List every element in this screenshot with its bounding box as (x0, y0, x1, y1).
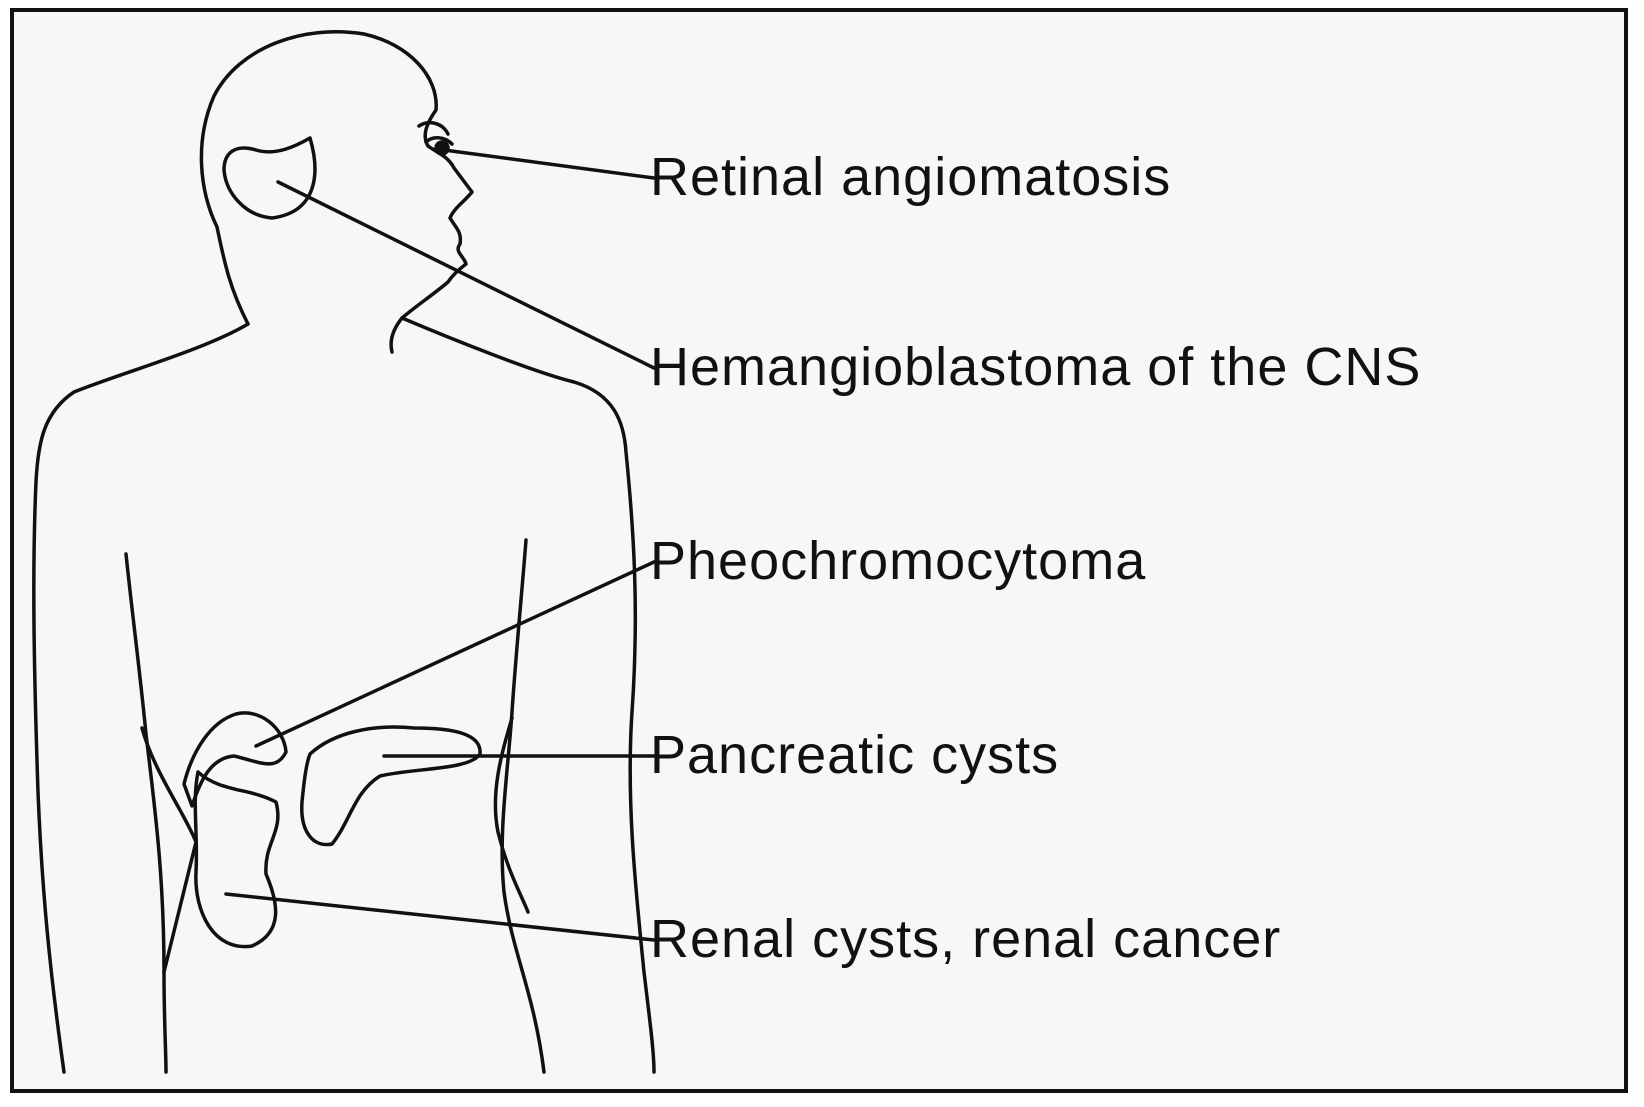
leader-pheochromocytoma (256, 562, 654, 746)
figure-frame: Retinal angiomatosis Hemangioblastoma of… (10, 8, 1628, 1093)
label-pheochromocytoma: Pheochromocytoma (650, 534, 1146, 588)
leader-hemangioblastoma (278, 182, 654, 368)
ear-outline (224, 138, 315, 218)
flank-right-line (495, 718, 528, 912)
torso-right-outline (402, 318, 654, 1072)
label-retinal-angiomatosis: Retinal angiomatosis (650, 150, 1171, 204)
label-hemangioblastoma: Hemangioblastoma of the CNS (650, 340, 1421, 394)
head-outline (201, 32, 472, 352)
eye-icon (436, 142, 448, 154)
kidney-outline (195, 772, 278, 947)
arm-right-line (502, 540, 544, 1072)
leader-retinal (444, 150, 654, 178)
adrenal-outline (184, 713, 286, 806)
arm-left-line (126, 554, 166, 1072)
brow-line (419, 123, 448, 134)
leader-renal (226, 894, 654, 940)
label-pancreatic-cysts: Pancreatic cysts (650, 728, 1059, 782)
pancreas-outline (302, 727, 480, 845)
label-renal-cysts: Renal cysts, renal cancer (650, 912, 1281, 966)
